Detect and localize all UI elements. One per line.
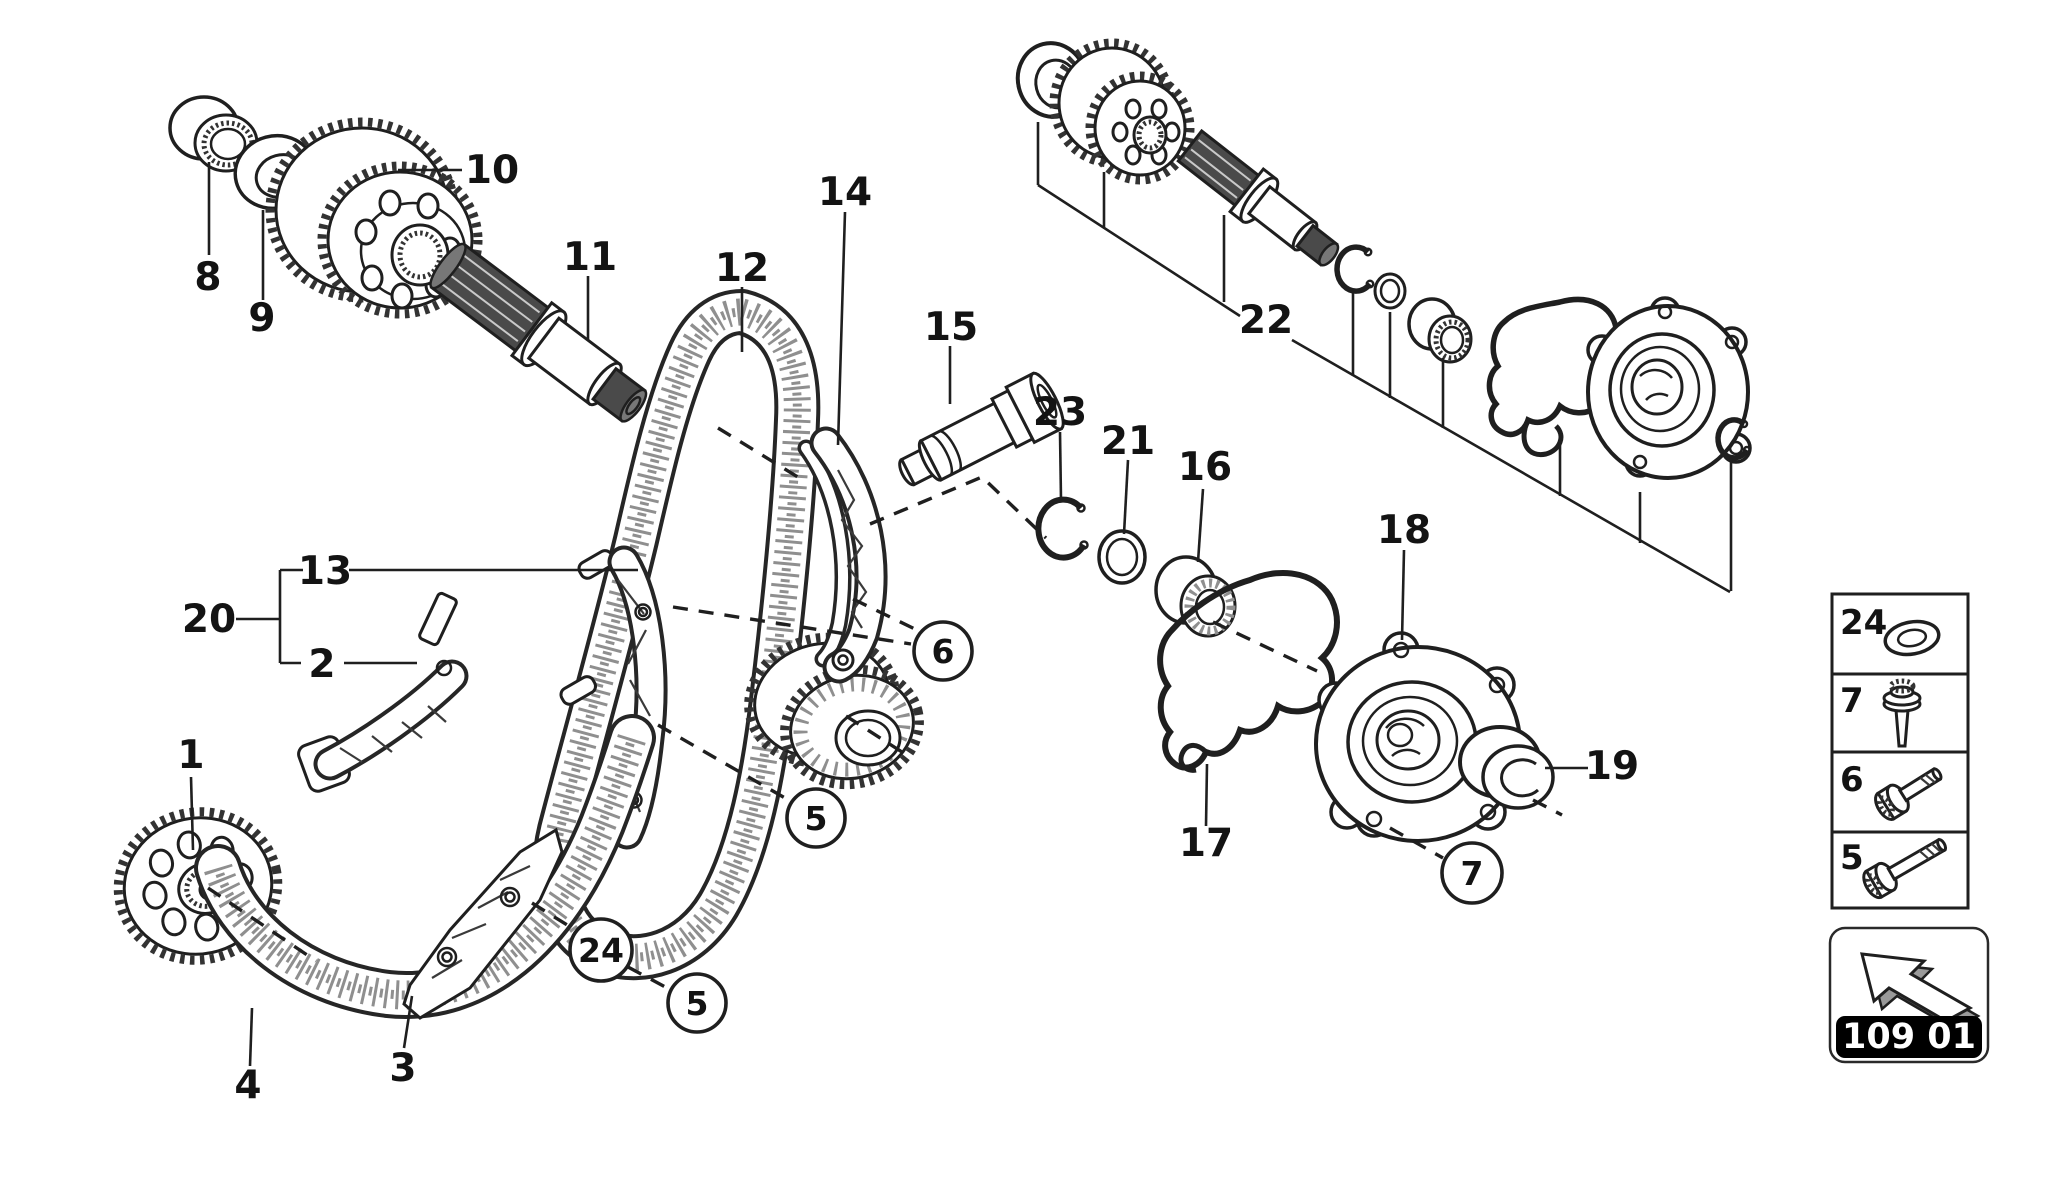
callout-15[interactable]: 15	[924, 305, 978, 350]
callout-8[interactable]: 8	[194, 255, 221, 300]
ring-part-21	[1097, 529, 1147, 585]
callout-22[interactable]: 22	[1239, 298, 1293, 343]
chain-tensioner-part-15	[898, 371, 1065, 487]
callout-4[interactable]: 4	[234, 1063, 261, 1108]
callout-14[interactable]: 14	[818, 170, 872, 215]
section-code: 109 01	[1842, 1017, 1976, 1057]
callout-21[interactable]: 21	[1101, 419, 1155, 464]
circled-callout-5-upper[interactable]: 5	[785, 787, 847, 849]
idler-double-sprocket	[744, 632, 924, 790]
ring-22-group	[1373, 272, 1407, 310]
socket-bolt-short-icon	[1874, 767, 1943, 821]
snap-ring-part-23	[1035, 496, 1089, 561]
tensioner-blade-part-14	[797, 426, 888, 684]
sprocket-22-group	[1049, 38, 1195, 185]
legend-row-7-label: 7	[1840, 681, 1864, 721]
legend-row-24-label: 24	[1840, 603, 1887, 643]
callout-16[interactable]: 16	[1178, 445, 1232, 490]
splined-shaft-part-11	[429, 242, 648, 423]
seal-ring-part-19	[1458, 725, 1555, 810]
needle-bearing-part-16	[1154, 555, 1237, 638]
fastener-legend: 24 7 6	[1830, 592, 1970, 910]
circled-callouts: 6 5 24 5 7	[568, 620, 1504, 1034]
callout-23[interactable]: 23	[1033, 390, 1087, 435]
assembly-dashed-lines	[207, 426, 1563, 991]
callout-10[interactable]: 10	[465, 148, 519, 193]
callout-20[interactable]: 20	[182, 597, 236, 642]
circled-callout-24[interactable]: 24	[568, 917, 634, 983]
flange-bolt-icon	[1882, 678, 1922, 748]
washer-icon	[1883, 619, 1941, 657]
shaft-22-group	[1176, 128, 1340, 267]
callout-3[interactable]: 3	[389, 1046, 416, 1091]
circled-callout-5-lower[interactable]: 5	[666, 972, 728, 1034]
circled-callout-7[interactable]: 7	[1440, 841, 1504, 905]
pump-housing-22-group	[1586, 296, 1752, 480]
callout-18[interactable]: 18	[1377, 508, 1431, 553]
callouts: 8 9 10 11 12 13 14 15 20 2 1 4 3 22 23 2…	[177, 148, 1639, 1108]
circled-callout-5-upper-label: 5	[805, 799, 828, 838]
legend-row-6-label: 6	[1840, 760, 1864, 800]
legend-row-24: 24	[1840, 603, 1941, 657]
snap-ring-22-group	[1334, 244, 1375, 294]
callout-9[interactable]: 9	[248, 296, 275, 341]
tensioner-arm-part-2	[297, 591, 469, 793]
callout-12[interactable]: 12	[715, 246, 769, 291]
legend-row-6: 6	[1840, 760, 1943, 821]
bushing-22-group	[1407, 297, 1473, 364]
callout-1[interactable]: 1	[177, 733, 204, 778]
circled-callout-6-label: 6	[932, 632, 955, 671]
legend-row-7: 7	[1840, 678, 1922, 748]
callout-17[interactable]: 17	[1179, 821, 1233, 866]
gasket-part-17	[1157, 570, 1340, 773]
oil-pump-housing-part-18	[1314, 631, 1522, 843]
guide-rail-part-3	[402, 827, 564, 1020]
circled-callout-7-label: 7	[1461, 854, 1484, 893]
section-code-band	[1836, 1016, 1982, 1058]
circled-callout-6[interactable]: 6	[912, 620, 974, 682]
legend-row-5: 5	[1840, 837, 1948, 900]
legend-row-5-label: 5	[1840, 838, 1864, 878]
circled-callout-24-label: 24	[578, 931, 624, 970]
leader-lines	[189, 122, 1733, 1067]
callout-13[interactable]: 13	[298, 549, 352, 594]
circled-callout-5-lower-label: 5	[686, 984, 709, 1023]
socket-bolt-long-icon	[1862, 837, 1948, 900]
callout-11[interactable]: 11	[563, 235, 617, 280]
callout-2[interactable]: 2	[308, 642, 335, 687]
section-tag[interactable]: 109 01	[1828, 926, 1990, 1064]
snap-ring-housing-22	[1715, 417, 1752, 461]
callout-19[interactable]: 19	[1585, 744, 1639, 789]
